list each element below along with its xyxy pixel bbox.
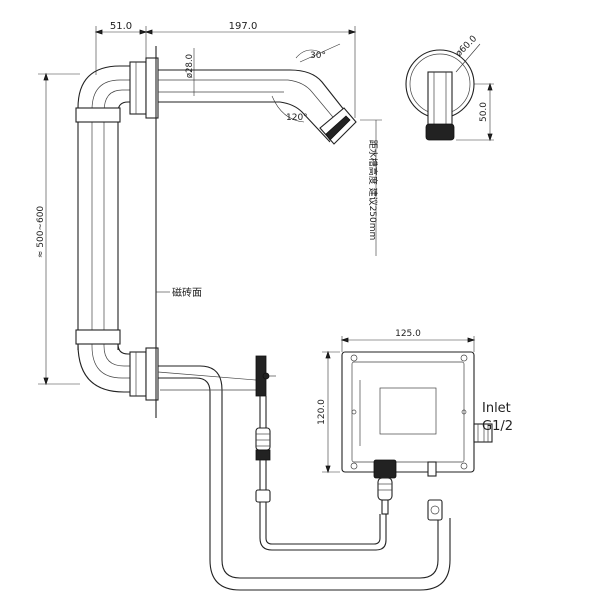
inlet-thread-label: G1/2	[482, 419, 513, 434]
spout-depth-label: 50.0	[479, 102, 489, 122]
height-dimension-lines	[38, 72, 80, 386]
lower-wall-flange	[129, 347, 159, 401]
box-height-label: 120.0	[317, 399, 327, 425]
bend-angle-label: 120°	[286, 113, 308, 123]
height-range-dimension: ≈ 500~600	[36, 206, 46, 259]
box-width-label: 125.0	[395, 329, 421, 339]
pipe-diameter-label: ø28.0	[185, 54, 195, 78]
top-dimension-lines	[94, 26, 357, 118]
installation-note: 距水槽高度 建议250mm	[367, 140, 379, 241]
upper-wall-flange	[129, 57, 159, 119]
wall-offset-dimension: 51.0	[110, 21, 132, 32]
spout-length-dimension: 197.0	[229, 21, 258, 32]
control-box	[322, 336, 493, 515]
inlet-label: Inlet	[482, 401, 511, 416]
spout-side-view	[405, 43, 494, 142]
vertical-pipe	[75, 65, 132, 393]
spout-angle-label: 30°	[310, 51, 326, 61]
wall-surface-label: 磁砖面	[172, 286, 202, 299]
hoses-and-cables	[157, 355, 451, 591]
spout	[158, 43, 357, 145]
flange-diameter-label: ø60.0	[454, 34, 479, 59]
